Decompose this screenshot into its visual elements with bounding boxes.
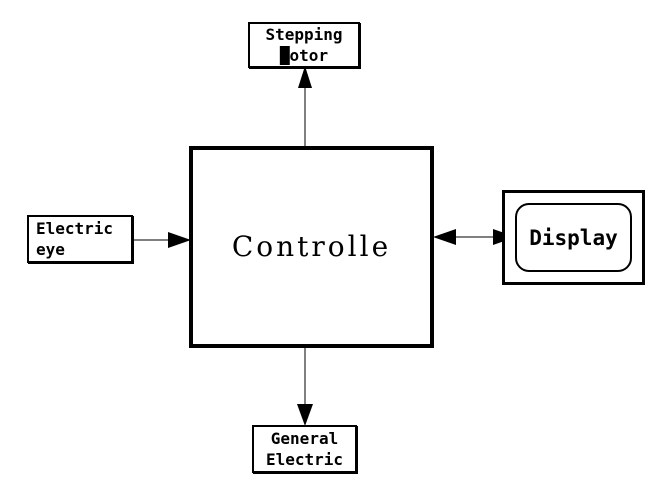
node-controller[interactable]: Controlle	[189, 146, 434, 348]
node-electric-eye[interactable]: Electric eye	[27, 215, 133, 263]
node-electric-eye-label-line2: eye	[36, 240, 65, 259]
node-display[interactable]: Display	[502, 190, 645, 285]
node-electric-eye-label-line1: Electric	[36, 219, 114, 238]
connector-electric-eye-to-controller	[133, 232, 191, 248]
node-stepping-motor-label-line1: Stepping	[265, 25, 343, 44]
node-general-electric-label-line1: General	[270, 429, 339, 448]
node-display-screen: Display	[515, 203, 632, 272]
node-general-electric-label-line2: Electric	[265, 450, 344, 469]
connector-controller-to-stepping-motor	[298, 66, 312, 146]
node-display-label: Display	[529, 225, 618, 250]
connector-controller-to-general-electric	[297, 348, 313, 426]
node-controller-label: Controlle	[231, 230, 392, 263]
node-stepping-motor[interactable]: Stepping █otor	[248, 22, 360, 68]
node-general-electric[interactable]: General Electric	[252, 425, 357, 473]
node-stepping-motor-label-line2: █otor	[279, 46, 329, 65]
